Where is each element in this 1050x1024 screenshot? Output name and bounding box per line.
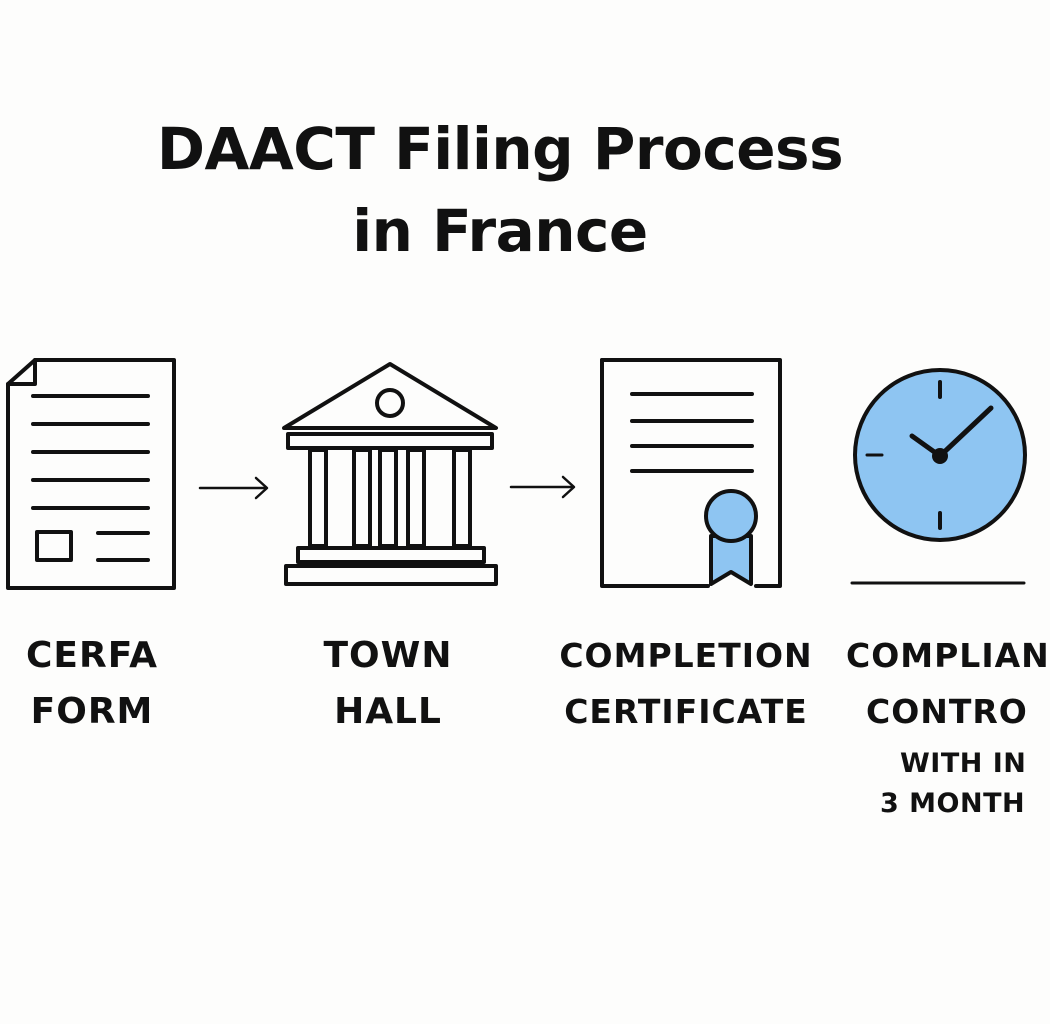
clock-icon (850, 368, 1027, 585)
arrow-right-icon (198, 476, 269, 500)
infographic: DAACT Filing Process in France (0, 108, 1050, 824)
step-label-line-1: CERFA (25, 635, 159, 676)
certificate-icon (600, 358, 782, 588)
step-label-line-2: CERTIFICATE (564, 692, 808, 731)
step-label-line-2: CONTRO (866, 692, 1028, 731)
title-line-2: in France (352, 197, 648, 265)
process-diagram (6, 358, 1027, 590)
town-hall-icon (282, 362, 498, 586)
sub-label-line-1: WITH IN (900, 748, 1027, 779)
arrow-right-icon (509, 475, 576, 499)
step-label-line-1: COMPLETION (559, 636, 813, 675)
step-label-cerfa-form: CERFA FORM (0, 628, 184, 740)
step-label-completion-certificate: COMPLETION CERTIFICATE (546, 628, 826, 740)
document-icon (6, 358, 176, 590)
sub-label-line-2: 3 MONTH (880, 788, 1026, 819)
step-label-compliance-control: COMPLIAN CONTRO (846, 628, 1050, 740)
step-label-town-hall: TOWN HALL (288, 628, 488, 740)
step-label-line-1: TOWN (323, 635, 453, 676)
step-label-line-1: COMPLIAN (846, 636, 1050, 675)
step-label-line-2: HALL (334, 691, 442, 732)
title-line-1: DAACT Filing Process (156, 115, 844, 183)
step-label-line-2: FORM (30, 691, 154, 732)
step-sub-label-deadline: WITH IN 3 MONTH (880, 744, 1027, 824)
page-title: DAACT Filing Process in France (0, 108, 1000, 272)
